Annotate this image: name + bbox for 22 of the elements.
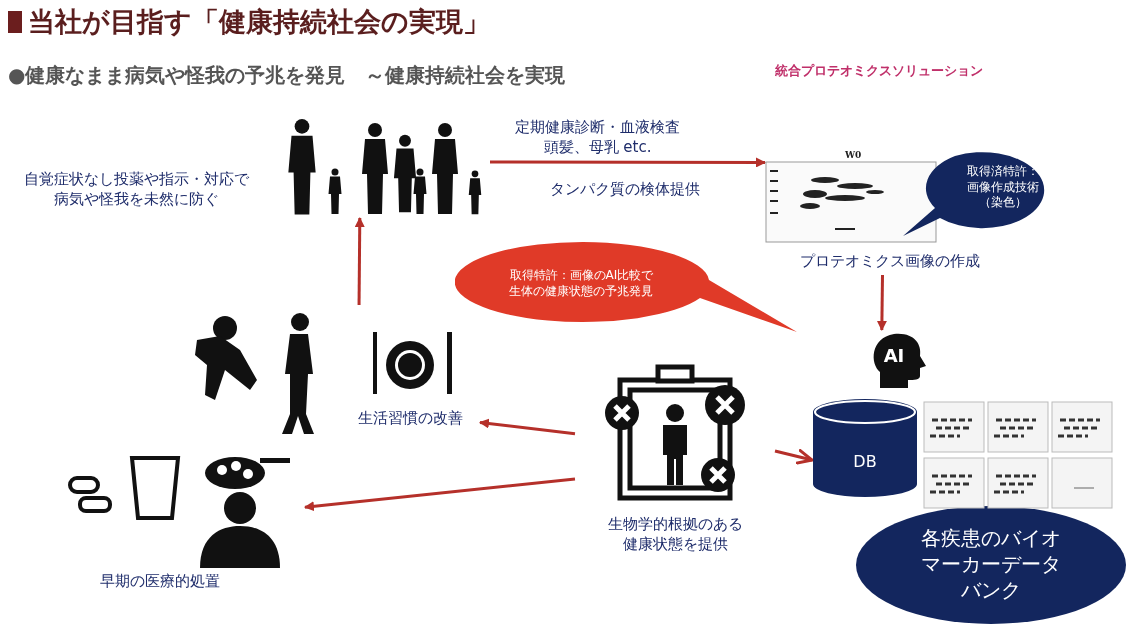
title: 当社が目指す「健康持続社会の実現」	[8, 4, 490, 40]
side-note: 自覚症状なし投薬や指示・対応で病気や怪我を未然に防ぐ	[23, 170, 251, 209]
gel-label: W0	[845, 150, 862, 162]
arrow	[479, 418, 576, 436]
note-text: タンパク質の検体提供	[549, 180, 701, 200]
arrow	[490, 157, 766, 168]
arrow	[354, 217, 365, 305]
arrow	[304, 477, 576, 512]
arrow	[774, 448, 814, 465]
node-label: 生活習慣の改善	[356, 409, 464, 429]
edge-label: 定期健康診断・血液検査頭髪、母乳 etc.	[514, 118, 681, 157]
head-label: AI	[882, 344, 906, 368]
node-label: 生物学的根拠のある健康状態を提供	[607, 515, 744, 554]
bubble-text: 取得済特許：画像作成技術（染色）	[965, 164, 1040, 211]
subtitle: ●健康なまま病気や怪我の予兆を発見 ～健康持続社会を実現	[8, 62, 566, 89]
tagline: 統合プロテオミクスソリューション	[775, 62, 983, 80]
data-bank-text: 各疾患のバイオマーカーデータバンク	[920, 525, 1062, 603]
arrow	[876, 274, 887, 331]
database-label: DB	[852, 452, 878, 473]
node-label: 早期の医療的処置	[99, 572, 221, 592]
node-label: プロテオミクス画像の作成	[799, 252, 981, 272]
bubble-text: 取得特許：画像のAI比較で生体の健康状態の予兆発見	[508, 268, 655, 300]
